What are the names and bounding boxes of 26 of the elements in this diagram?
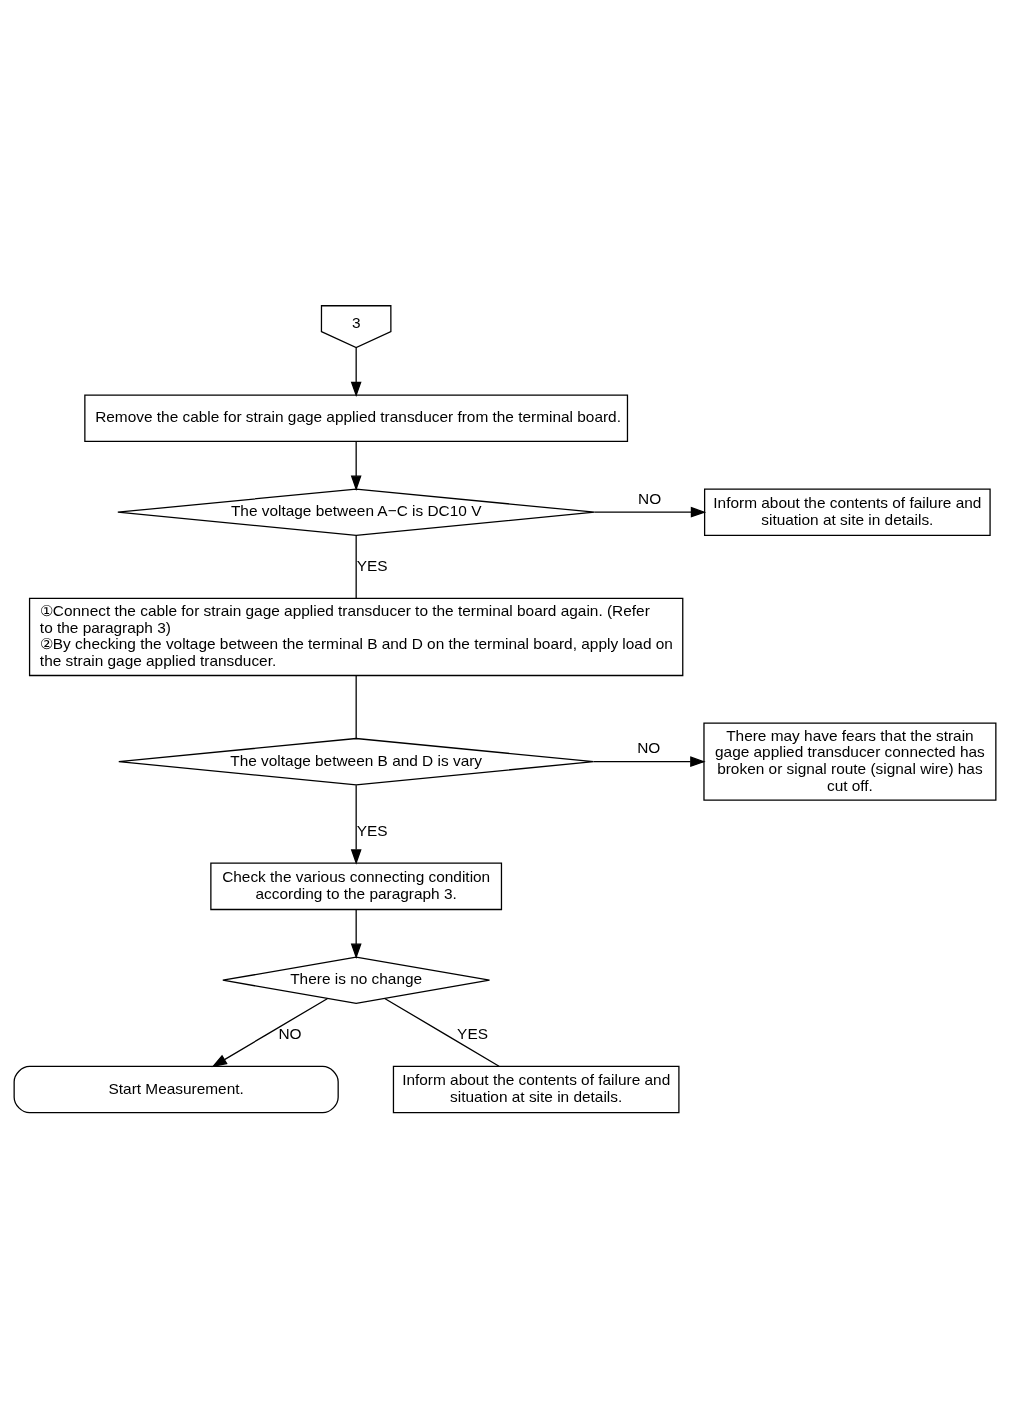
connector	[355, 674, 357, 739]
node-box: Inform about the contents of failure and situation at site in details.	[703, 488, 991, 536]
connector	[355, 535, 357, 599]
node-box: Start Measurement.	[13, 1065, 339, 1114]
arrow	[350, 909, 362, 959]
node-diamond: The voltage between A−C is DC10 V	[116, 488, 595, 536]
edge-label: NO	[637, 489, 661, 507]
arrow	[592, 756, 706, 768]
arrow	[350, 441, 362, 491]
edge-label: NO	[636, 739, 660, 757]
node-box: Inform about the contents of failure and situation at site in details.	[392, 1065, 680, 1114]
node-diamond: There is no change	[221, 956, 490, 1005]
arrow	[350, 347, 362, 398]
node-box: Check the various connecting condition according to the paragraph 3.	[209, 862, 502, 911]
edge-label: NO	[277, 1024, 301, 1042]
node-diamond: The voltage between B and D is vary	[117, 737, 594, 786]
edge-label: YES	[356, 556, 388, 574]
arrow	[350, 784, 362, 865]
arrow	[593, 506, 706, 518]
node-box: Remove the cable for strain gage applied transducer from the terminal board.	[83, 394, 628, 443]
connector	[383, 997, 500, 1067]
arrow	[211, 997, 328, 1068]
node-box: There may have fears that the strain gage applied transducer connected has broken or signal route (signal wire) has cut off.	[702, 722, 996, 801]
edge-label: YES	[456, 1024, 488, 1042]
node-box: ①Connect the cable for strain gage applied transducer to the terminal board again. (Refer to the paragraph 3) ②By checking the voltage between the terminal B and D on the terminal board, apply load on the strain gage applied transducer.	[28, 597, 683, 677]
edge-label: YES	[356, 821, 388, 839]
